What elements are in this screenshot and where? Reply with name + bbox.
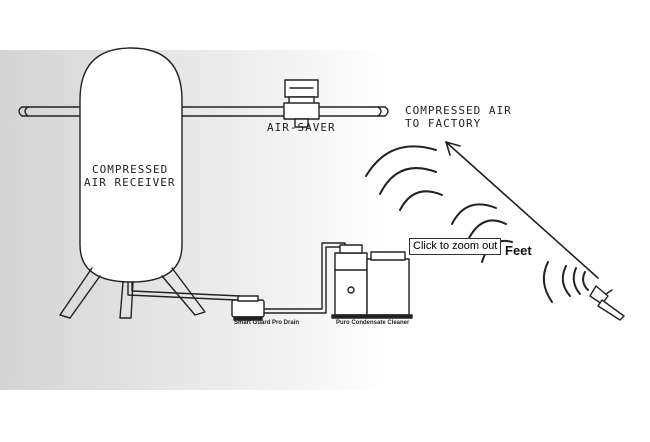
air-saver-valve — [283, 79, 320, 128]
tank-label-line2: AIR RECEIVER — [84, 176, 176, 189]
distance-unit: Feet — [505, 243, 532, 258]
puro-condensate-cleaner — [331, 244, 413, 319]
air-flow-arrow — [445, 141, 599, 279]
drain-label: Smart Guard Pro Drain — [234, 320, 300, 326]
tank-label-line1: COMPRESSED — [92, 163, 169, 176]
outlet-label-line2: TO FACTORY — [405, 117, 482, 130]
air-receiver-tank — [79, 47, 183, 283]
tank-legs — [59, 267, 206, 319]
outlet-pipe — [181, 106, 389, 117]
smart-guard-drain — [231, 295, 265, 321]
outlet-label-line1: COMPRESSED AIR — [405, 104, 512, 117]
zoom-out-tooltip[interactable]: Click to zoom out — [409, 238, 502, 255]
signal-waves-left — [365, 145, 513, 263]
cleaner-label: Puro Condensate Cleaner — [336, 320, 410, 326]
ultrasonic-detector — [589, 285, 625, 321]
valve-label: AIR-SAVER — [267, 121, 336, 134]
signal-waves-right — [542, 261, 589, 303]
inlet-pipe — [18, 106, 81, 117]
